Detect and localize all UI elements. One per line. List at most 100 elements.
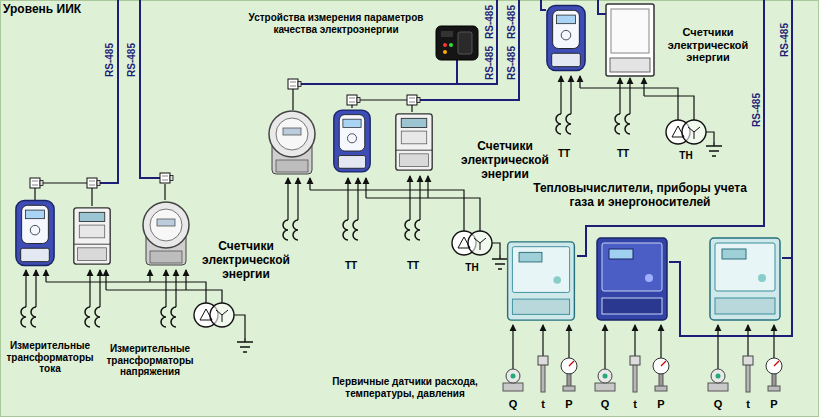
measurement-wire — [46, 282, 206, 303]
measurement-arrow — [35, 270, 36, 307]
measurement-wire — [492, 243, 500, 255]
ground-symbol — [237, 338, 253, 352]
current-transformer — [21, 114, 630, 327]
measurement-wire — [366, 198, 480, 231]
interface-wire — [292, 89, 293, 110]
interface-wire — [411, 105, 412, 112]
meter-label: Счетчики электрической энергии — [194, 240, 298, 281]
current-transformer — [615, 114, 630, 134]
heat-computer — [597, 238, 667, 320]
bus-label: RS-485 — [127, 43, 137, 77]
primary-sensor — [595, 325, 669, 392]
heat-computer — [508, 242, 575, 320]
sensor-symbol: t — [533, 398, 553, 411]
measurement-arrow — [175, 270, 176, 307]
electricity-meter — [334, 110, 370, 172]
measurement-arrow — [185, 270, 186, 290]
rs485-bus — [420, 0, 519, 100]
current-transformer — [21, 307, 36, 327]
electricity-meter — [396, 114, 432, 170]
measurement-arrow — [165, 270, 166, 307]
quality-device — [443, 50, 447, 54]
measurement-arrow — [643, 78, 644, 96]
ct-label: ТТ — [608, 148, 638, 160]
measurement-arrow — [427, 176, 428, 198]
vt-caption: Измерительные трансформаторы напряжения — [100, 343, 200, 378]
electricity-meter — [16, 201, 54, 266]
bus-label: RS-485 — [507, 5, 517, 39]
sensor-symbol: Q — [503, 398, 523, 411]
meter-box — [611, 9, 649, 53]
interface-wire — [91, 188, 92, 206]
electricity-meter — [143, 202, 189, 265]
junction-box — [288, 79, 301, 89]
current-transformer — [556, 114, 571, 134]
vt-label: ТН — [457, 262, 487, 274]
sensor-symbol: Q — [595, 398, 615, 411]
current-transformer — [161, 307, 176, 327]
junction-box — [87, 178, 100, 188]
bus-label: RS-485 — [752, 93, 762, 127]
voltage-transformer — [194, 120, 706, 327]
current-transformer — [85, 307, 100, 327]
rs485-bus — [598, 0, 606, 14]
vt-label: ТН — [671, 150, 701, 162]
electricity-meter — [74, 208, 110, 264]
sensor-symbol: P — [559, 398, 579, 411]
measurement-wire — [46, 88, 714, 338]
voltage-transformer — [452, 231, 492, 255]
interface-wire — [164, 184, 165, 200]
ct-label: ТТ — [398, 260, 428, 272]
junction-box — [30, 178, 43, 188]
rs485-bus — [140, 0, 160, 178]
meter-label: Счетчики электрической энергии — [656, 26, 760, 64]
junction-box — [347, 95, 360, 105]
quality-device — [458, 32, 472, 54]
bus-label: RS-485 — [780, 23, 790, 57]
quality-device — [436, 26, 478, 60]
voltage-transformer — [666, 120, 706, 144]
sensor-symbol: P — [764, 398, 784, 411]
rs485-bus — [456, 60, 458, 84]
measurement-arrow — [357, 178, 358, 220]
junction-box — [407, 95, 420, 105]
quality-device — [441, 31, 453, 37]
measurement-arrow — [25, 270, 26, 307]
quality-device — [449, 43, 453, 47]
rs485-bus — [577, 0, 764, 256]
ground-symbol — [237, 142, 722, 352]
measurement-wire — [580, 88, 678, 120]
measurement-arrow — [409, 176, 410, 220]
measurement-arrow — [45, 270, 46, 282]
bus-label: RS-485 — [105, 43, 115, 77]
interface-wire — [34, 188, 35, 200]
ct-label: ТТ — [549, 148, 579, 160]
measurement-wire — [310, 190, 464, 231]
electricity-meter — [16, 4, 654, 265]
measurement-arrow — [579, 76, 580, 88]
measurement-arrow — [309, 178, 310, 190]
sensor-symbol: Q — [708, 398, 728, 411]
current-transformer — [283, 220, 298, 240]
primary-sensor — [708, 325, 782, 392]
measurement-wire — [234, 315, 245, 338]
quality-device — [443, 43, 447, 47]
meter-box — [606, 4, 654, 76]
sensor-symbol: t — [738, 398, 758, 411]
junction-box — [160, 173, 173, 183]
device-label: Устройства измерения параметров качества… — [236, 12, 436, 35]
bus-label: RS-485 — [485, 46, 495, 80]
interface-wire — [43, 182, 87, 183]
rs485-bus — [100, 0, 118, 183]
measurement-arrow — [560, 76, 561, 114]
level-title: Уровень ИИК — [3, 3, 81, 17]
measurement-arrow — [105, 270, 106, 290]
meter-box — [610, 58, 650, 72]
meter-box — [606, 4, 654, 76]
meter-label: Счетчики электрической энергии — [453, 140, 557, 181]
voltage-transformer — [194, 303, 234, 327]
primary-sensor — [503, 325, 782, 392]
measurement-arrow — [347, 178, 348, 220]
measurement-arrow — [149, 270, 150, 282]
ct-label: ТТ — [336, 260, 366, 272]
